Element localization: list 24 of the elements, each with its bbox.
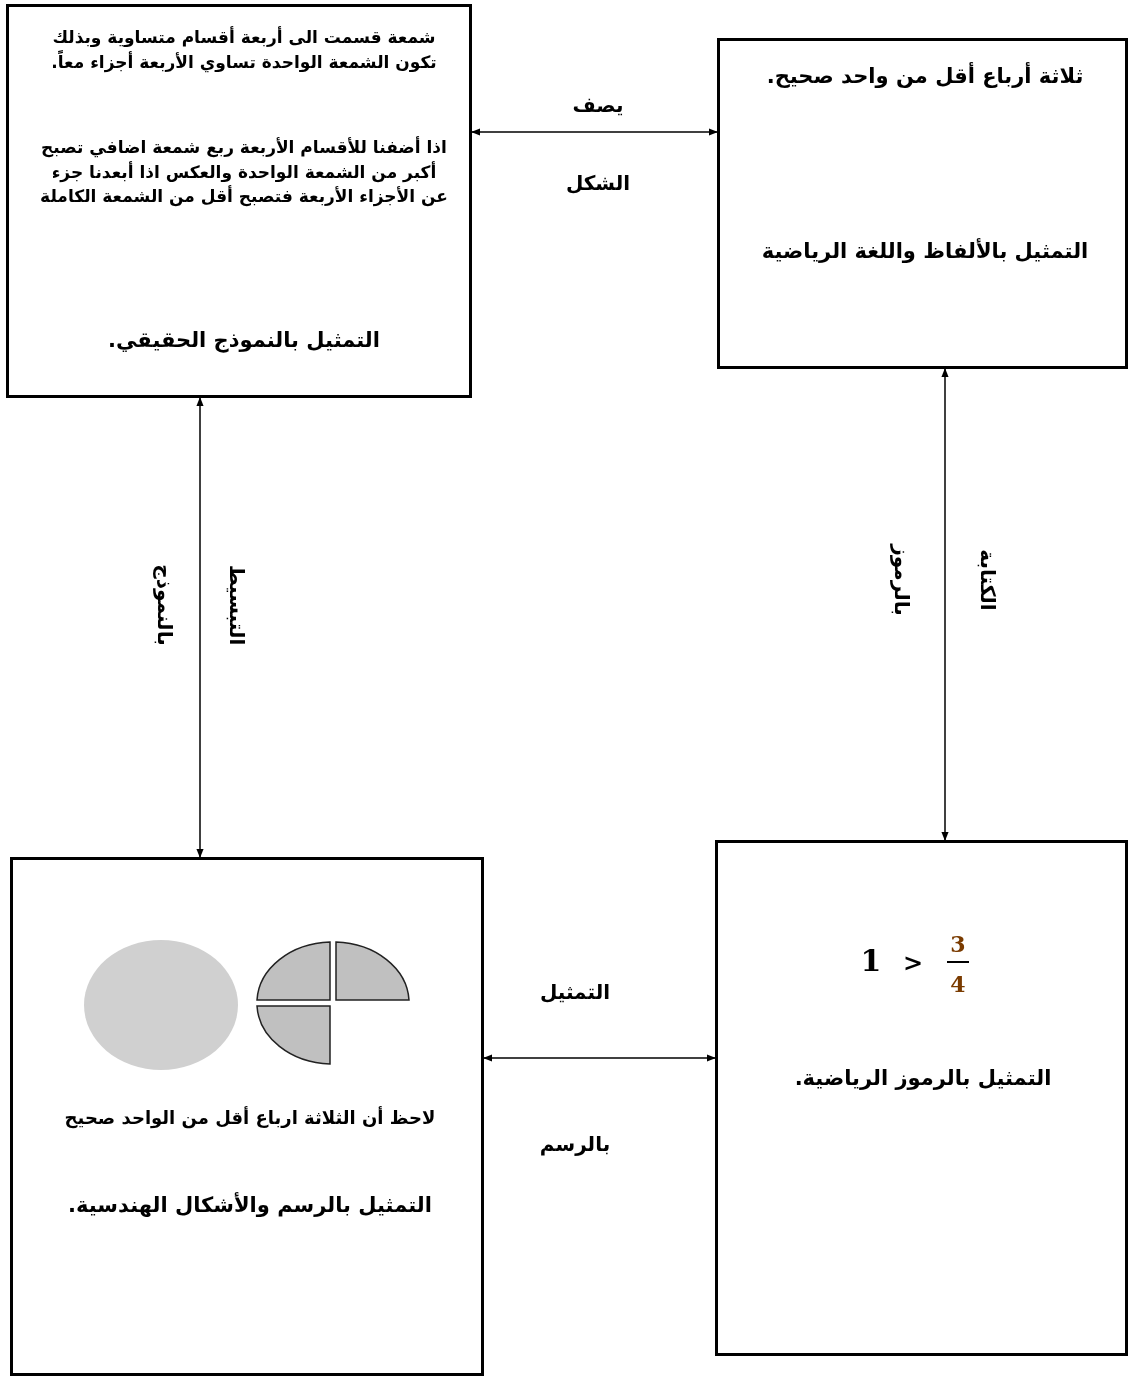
edge-label: التبسيط بالنموذج: [151, 563, 249, 648]
double-arrow: [471, 128, 718, 136]
edge-label: التمثيل بالرسم: [538, 979, 612, 1158]
text-box: [6, 4, 472, 398]
double-arrow: [941, 368, 949, 841]
edge-label: يصف الشكل: [564, 92, 632, 197]
double-arrow: [483, 1054, 716, 1062]
description-text: شمعة قسمت الى أربعة أقسام متساوية وبذلك تكون الشمعة الواحدة تساوي الأربعة أجزاء معاً.: [50, 25, 438, 75]
node-title: التمثيل بالألفاظ واللغة الرياضية: [760, 237, 1090, 265]
edge-label: الكتابة بالرموز: [889, 542, 1001, 618]
text-box: [10, 857, 484, 1376]
node-title: التمثيل بالنموذج الحقيقي.: [107, 327, 381, 355]
comparison-sign: >: [901, 949, 925, 978]
denominator-text: 4: [949, 971, 967, 998]
description-text: اذا أضفنا للأقسام الأربعة ربع شمعة اضافي تصبح أكبر من الشمعة الواحدة والعكس اذا أبعدنا جزء عن الأجزاء الأربعة فتصبح أقل من الشمعة الكاملة: [39, 135, 449, 209]
node-title: التمثيل بالرموز الرياضية.: [793, 1065, 1053, 1092]
node-title: التمثيل بالرسم والأشكال الهندسية.: [67, 1191, 433, 1219]
number-text: 1: [859, 943, 883, 979]
text-box: [717, 38, 1128, 369]
note-text: لاحظ أن الثلاثة ارباع أقل من الواحد صحيح: [63, 1105, 437, 1131]
numerator-text: 3: [949, 931, 967, 958]
statement-text: ثلاثة أرباع أقل من واحد صحيح.: [765, 61, 1085, 90]
text-box: [715, 840, 1128, 1356]
double-arrow: [196, 397, 204, 858]
